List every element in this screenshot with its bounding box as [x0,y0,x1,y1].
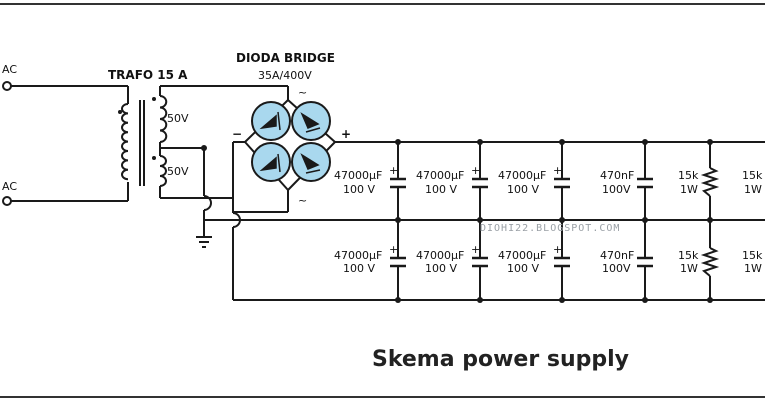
cap-plates-top [390,177,653,189]
ac-terminal-bottom [2,196,12,206]
resistors [700,167,720,277]
bridge-plus-label: + [341,127,351,141]
primary-winding [121,103,129,181]
cap-top-1-voltage: 100 V [343,183,375,196]
cap-bottom-3-value: 47000µF [498,249,546,262]
resistor-bottom-1-power: 1W [680,262,698,275]
bridge-ac-top: ~ [298,86,307,99]
cap-bottom-2-polarity: + [471,243,480,256]
wires [8,85,765,301]
cap-top-2-voltage: 100 V [425,183,457,196]
resistor-top-1-body [700,167,720,197]
cap-top-3-value: 47000µF [498,169,546,182]
cap-bottom-1-value: 47000µF [334,249,382,262]
cap-bottom-3-polarity: + [553,243,562,256]
cap-plates-bottom [390,256,653,268]
resistor-top-2-value: 15k [742,169,763,182]
lower-winding-label: 50V [167,165,189,178]
ac-terminal-top [2,81,12,91]
resistor-bottom-1-value: 15k [678,249,699,262]
resistor-bottom-2-value: 15k [742,249,763,262]
resistor-top-1-value: 15k [678,169,699,182]
cap-bottom-1-polarity: + [389,243,398,256]
film-cap-bottom-value: 470nF [600,249,634,262]
cap-top-2-polarity: + [471,164,480,177]
cap-bottom-2-value: 47000µF [416,249,464,262]
cap-top-1-value: 47000µF [334,169,382,182]
junction-dots [201,139,713,303]
secondary-winding-lower [159,155,167,187]
cap-bottom-1-voltage: 100 V [343,262,375,275]
cap-top-2-value: 47000µF [416,169,464,182]
schematic-caption: Skema power supply [372,347,629,372]
transformer-title: TRAFO 15 A [108,68,188,82]
cap-bottom-2-voltage: 100 V [425,262,457,275]
polarity-dot-1 [152,97,156,101]
resistor-top-2-power: 1W [744,183,762,196]
polarity-dot-3 [118,110,122,114]
resistor-top-1-power: 1W [680,183,698,196]
film-cap-bottom-voltage: 100V [602,262,631,275]
bridge-ac-bottom: ~ [298,194,307,207]
ac-label-bottom: AC [2,180,17,193]
ground-symbol [196,236,212,248]
secondary-winding-upper [159,95,168,143]
cap-top-1-polarity: + [389,164,398,177]
polarity-dot-2 [152,156,156,160]
cap-bottom-3-voltage: 100 V [507,262,539,275]
bridge-title: DIODA BRIDGE [236,51,335,65]
transformer [121,95,168,187]
film-cap-top-voltage: 100V [602,183,631,196]
upper-winding-label: 50V [167,112,189,125]
film-cap-top-value: 470nF [600,169,634,182]
diode-bridge [244,99,336,191]
ac-label-top: AC [2,63,17,76]
resistor-bottom-2-power: 1W [744,262,762,275]
resistor-bottom-1-body [700,247,720,277]
bridge-minus-label: − [232,127,242,141]
cap-top-3-voltage: 100 V [507,183,539,196]
watermark: DIOHI22.BLOGSPOT.COM [480,223,620,234]
cap-top-3-polarity: + [553,164,562,177]
bridge-rating: 35A/400V [258,69,312,82]
